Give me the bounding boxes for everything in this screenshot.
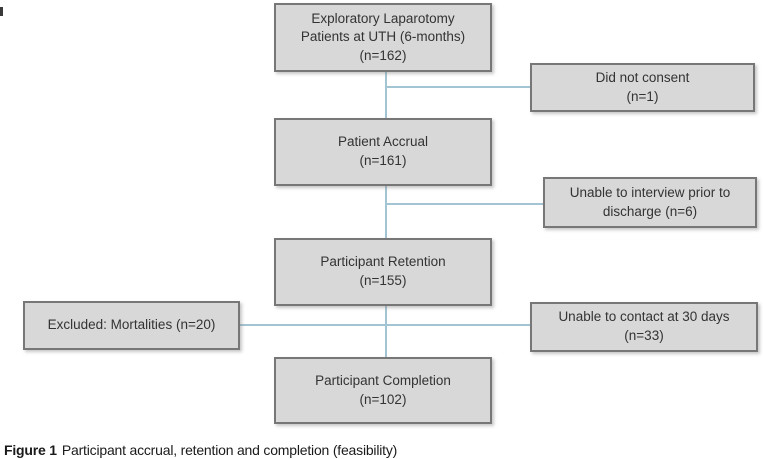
flow-box-text: Patients at UTH (6-months)	[300, 29, 466, 45]
flow-box-retention: Participant Retention (n=155)	[274, 238, 492, 306]
flow-box-text: discharge (n=6)	[602, 203, 698, 219]
flow-box-population: Exploratory Laparotomy Patients at UTH (…	[274, 3, 492, 72]
flow-box-text: Patient Accrual	[337, 134, 429, 150]
flow-box-text: Participant Retention	[320, 254, 446, 270]
flow-box-text: Did not consent	[595, 69, 690, 85]
connector-branch-did-not-consent	[386, 86, 530, 88]
figure-caption-label: Figure 1	[4, 442, 57, 458]
flow-box-accrual: Patient Accrual (n=161)	[274, 118, 492, 186]
flow-box-text: (n=161)	[359, 153, 407, 168]
flow-box-text: Unable to interview prior to	[569, 184, 731, 200]
flow-box-excluded-mortalities: Excluded: Mortalities (n=20)	[23, 301, 240, 350]
figure-caption-text: Participant accrual, retention and compl…	[61, 442, 398, 458]
connector-retention-completion	[385, 306, 387, 357]
connector-branch-unable-interview	[386, 203, 543, 205]
flow-box-text: (n=33)	[624, 328, 664, 343]
flow-box-text: Unable to contact at 30 days	[558, 309, 730, 325]
flow-box-text: (n=1)	[626, 88, 659, 104]
flow-box-completion: Participant Completion (n=102)	[274, 357, 492, 424]
flow-box-text: Excluded: Mortalities (n=20)	[47, 317, 216, 333]
connector-accrual-retention	[385, 186, 387, 238]
flow-box-text: (n=162)	[359, 47, 407, 63]
page-edge-artifact	[0, 7, 3, 16]
flow-box-unable-interview: Unable to interview prior to discharge (…	[543, 177, 757, 228]
flow-box-text: Exploratory Laparotomy	[311, 10, 455, 26]
flow-box-text: (n=155)	[359, 273, 407, 288]
connector-population-accrual	[385, 72, 387, 118]
flow-box-did-not-consent: Did not consent (n=1)	[530, 63, 755, 112]
flow-box-text: (n=102)	[359, 391, 407, 407]
flow-box-unable-contact: Unable to contact at 30 days (n=33)	[530, 302, 758, 352]
connector-branch-mortalities-contact	[240, 324, 530, 326]
flow-box-text: Participant Completion	[315, 372, 451, 388]
